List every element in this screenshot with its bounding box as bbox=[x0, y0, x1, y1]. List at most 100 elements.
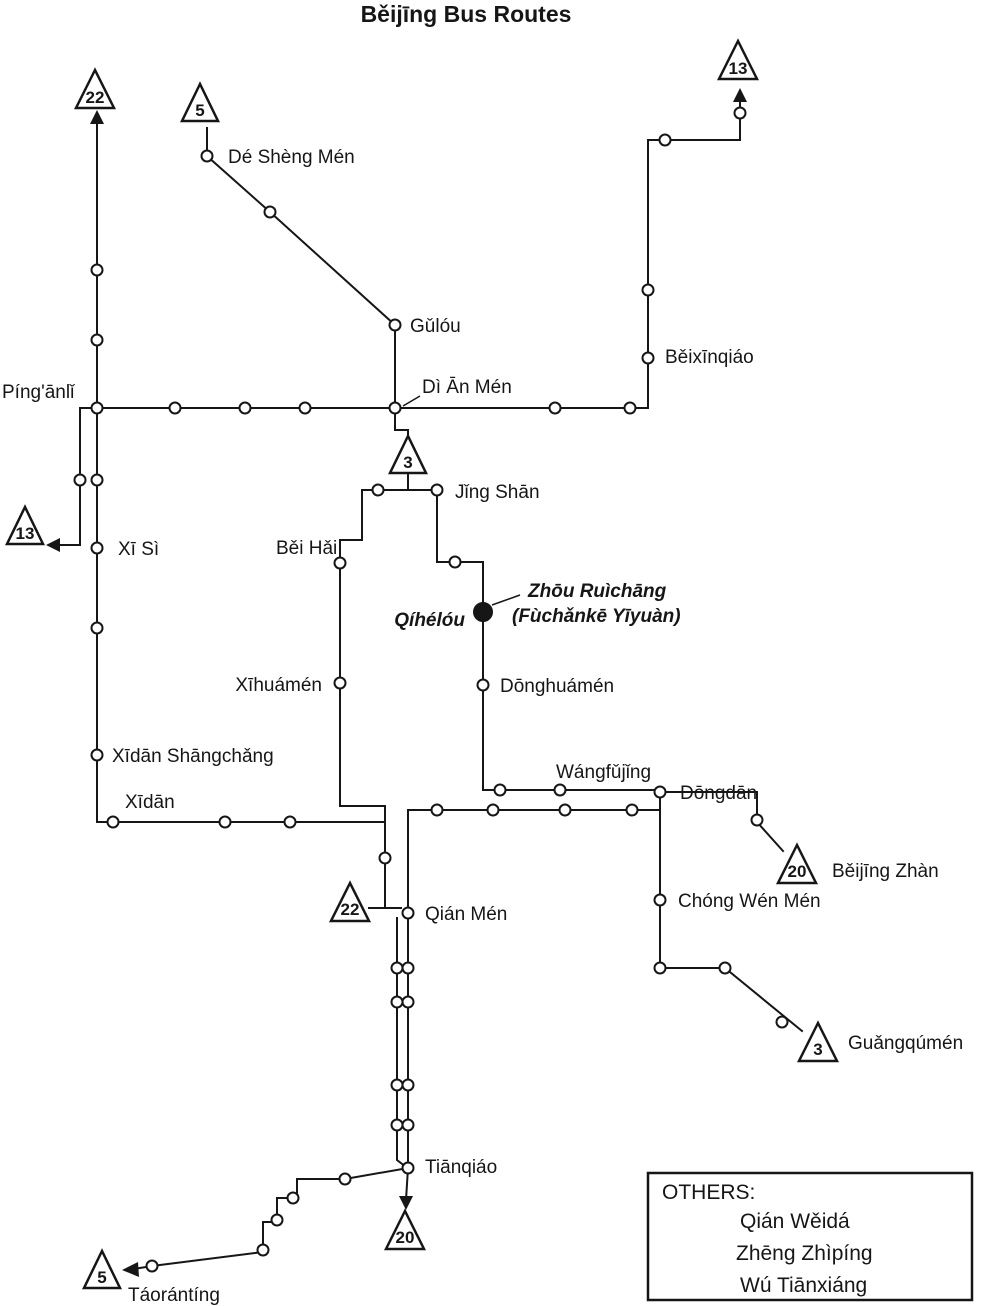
stop bbox=[298, 401, 312, 415]
stop bbox=[625, 803, 639, 817]
route-5-south-line bbox=[132, 1166, 410, 1271]
stop-pinganli bbox=[90, 401, 104, 415]
terminal-route-5-southwest: 5 bbox=[82, 1248, 122, 1290]
station-label-chong-wen-men: Chóng Wén Mén bbox=[678, 891, 821, 912]
stop-beixinqiao bbox=[641, 351, 655, 365]
station-label-xidan-shangchang: Xīdān Shāngchǎng bbox=[112, 746, 274, 767]
stop bbox=[658, 133, 672, 147]
map-title: Běijīng Bus Routes bbox=[361, 1, 572, 27]
stop bbox=[73, 473, 87, 487]
stop bbox=[256, 1243, 270, 1257]
station-label-beijing-zhan: Běijīng Zhàn bbox=[832, 861, 939, 882]
station-label-bei-hai: Běi Hǎi bbox=[276, 538, 337, 559]
terminal-route-number: 20 bbox=[396, 1228, 415, 1247]
stop bbox=[401, 961, 415, 975]
stop bbox=[90, 263, 104, 277]
stop-qihelou-highlight bbox=[473, 602, 493, 622]
stop bbox=[653, 961, 667, 975]
terminal-route-number: 3 bbox=[403, 453, 412, 472]
stop-xi-si bbox=[90, 541, 104, 555]
zhou-ruichang-pointer-line bbox=[491, 594, 521, 606]
stop bbox=[401, 1118, 415, 1132]
station-label-qihelou: Qíhélóu bbox=[394, 610, 465, 631]
stop bbox=[270, 1213, 284, 1227]
station-label-di-an-men: Dì Ān Mén bbox=[422, 377, 512, 398]
route-5-north-line bbox=[206, 127, 409, 437]
terminal-triangle-icon bbox=[383, 1208, 427, 1251]
stop-xidan bbox=[106, 815, 120, 829]
annotation-fuchanke-yiyuan: (Fùchǎnkē Yīyuàn) bbox=[512, 606, 681, 627]
stop-gulou bbox=[388, 318, 402, 332]
terminal-route-number: 3 bbox=[813, 1040, 822, 1059]
terminal-route-5-north: 5 bbox=[180, 81, 220, 123]
stop-bei-hai bbox=[333, 556, 347, 570]
legend-border bbox=[646, 1171, 974, 1302]
legend-name: Wú Tiānxiáng bbox=[740, 1274, 867, 1297]
route-22-line bbox=[96, 121, 386, 909]
stop bbox=[775, 1015, 789, 1029]
terminal-route-20-south: 20 bbox=[383, 1208, 427, 1251]
station-label-xidan: Xīdān bbox=[125, 792, 175, 813]
station-label-tianqiao: Tiānqiáo bbox=[425, 1157, 497, 1178]
route-20-beijingzhan-line bbox=[659, 791, 785, 853]
terminal-triangle-icon bbox=[5, 504, 45, 546]
stop bbox=[218, 815, 232, 829]
stop bbox=[283, 815, 297, 829]
stop bbox=[168, 401, 182, 415]
stop bbox=[390, 995, 404, 1009]
di-an-men-pointer-line bbox=[402, 395, 421, 407]
route-13-north-arrow-icon bbox=[733, 88, 747, 102]
terminal-route-number: 20 bbox=[788, 862, 807, 881]
stop-dongdan bbox=[653, 785, 667, 799]
terminal-route-3-center: 3 bbox=[388, 433, 428, 475]
stop-tianqiao bbox=[401, 1161, 415, 1175]
station-label-beixinqiao: Běixīnqiáo bbox=[665, 347, 754, 368]
terminal-triangle-icon bbox=[796, 1020, 840, 1063]
stop bbox=[430, 803, 444, 817]
terminal-route-13-west: 13 bbox=[5, 504, 45, 546]
station-label-donghuamen: Dōnghuámén bbox=[500, 676, 614, 697]
station-label-de-sheng-men: Dé Shèng Mén bbox=[228, 147, 355, 168]
stop bbox=[263, 205, 277, 219]
stop bbox=[448, 555, 462, 569]
annotation-zhou-ruichang: Zhōu Ruìchāng bbox=[527, 581, 667, 602]
station-label-jing-shan: Jǐng Shān bbox=[455, 482, 540, 503]
stop bbox=[390, 1078, 404, 1092]
route-5-beihai-line bbox=[339, 489, 409, 823]
route-3-line bbox=[436, 489, 804, 1033]
stop bbox=[145, 1259, 159, 1273]
stop bbox=[238, 401, 252, 415]
route-20-south-arrow-icon bbox=[399, 1196, 413, 1210]
terminal-route-13-northeast: 13 bbox=[716, 38, 760, 81]
terminal-triangle-icon bbox=[82, 1248, 122, 1290]
station-label-wangfujing: Wángfǔjǐng bbox=[556, 762, 651, 783]
stop bbox=[90, 473, 104, 487]
route-22-north-arrow-icon bbox=[90, 110, 104, 124]
stop bbox=[390, 961, 404, 975]
stop bbox=[733, 106, 747, 120]
terminal-triangle-icon bbox=[73, 67, 117, 110]
legend-name: Zhēng Zhìpíng bbox=[736, 1242, 873, 1265]
stop-chong-wen-men bbox=[653, 893, 667, 907]
terminal-route-number: 13 bbox=[729, 59, 748, 78]
legend-name: Qián Wěidá bbox=[740, 1210, 850, 1233]
terminal-route-20-beijing-zhan: 20 bbox=[775, 842, 819, 885]
stop-qian-men bbox=[401, 906, 415, 920]
station-label-guangqumen: Guǎngqúmén bbox=[848, 1033, 963, 1054]
station-label-gulou: Gǔlóu bbox=[410, 316, 461, 337]
route-13-west-arrow-icon bbox=[46, 538, 60, 552]
terminal-triangle-icon bbox=[716, 38, 760, 81]
station-label-pinganli: Píng'ānlǐ bbox=[2, 382, 76, 403]
stop bbox=[493, 783, 507, 797]
stop-xihuamen bbox=[333, 676, 347, 690]
terminal-triangle-icon bbox=[328, 880, 372, 923]
stop bbox=[286, 1191, 300, 1205]
stop bbox=[338, 1172, 352, 1186]
stop bbox=[378, 851, 392, 865]
route-13-line bbox=[55, 99, 741, 546]
terminal-route-22-northwest: 22 bbox=[73, 67, 117, 110]
terminal-route-22-qianmen: 22 bbox=[328, 880, 372, 923]
legend-heading: OTHERS: bbox=[662, 1181, 755, 1204]
